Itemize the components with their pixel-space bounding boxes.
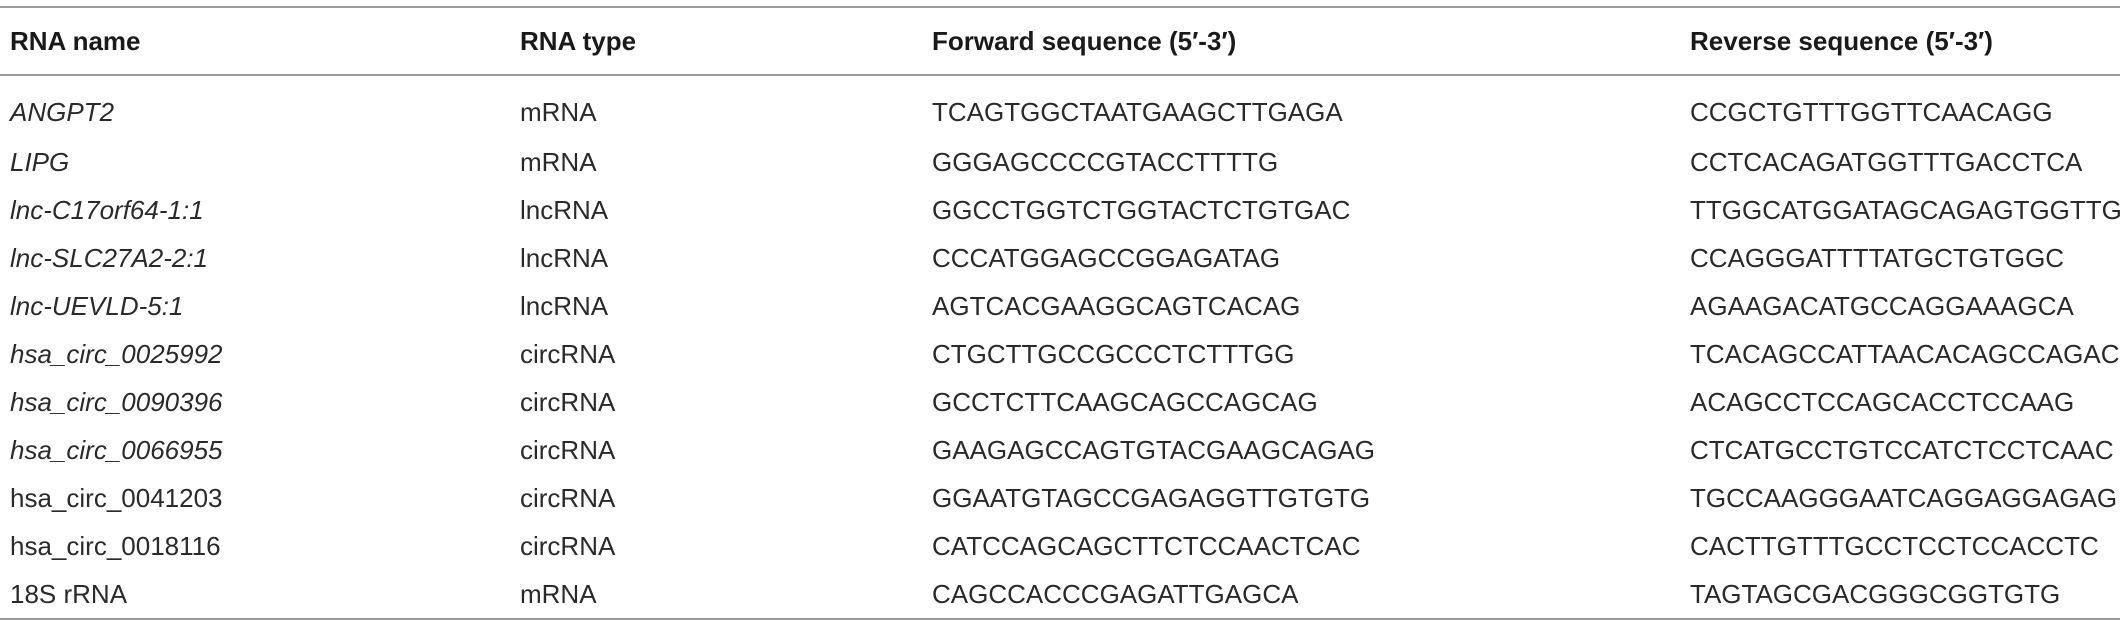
cell-reverse-sequence: TCACAGCCATTAACACAGCCAGAC — [1690, 338, 2120, 369]
cell-forward-sequence: CCCATGGAGCCGGAGATAG — [932, 242, 1281, 273]
cell-forward-sequence: CATCCAGCAGCTTCTCCAACTCAC — [932, 530, 1361, 561]
cell-forward-sequence: GAAGAGCCAGTGTACGAAGCAGAG — [932, 434, 1376, 465]
cell-reverse-sequence: TGCCAAGGGAATCAGGAGGAGAG — [1690, 482, 2118, 513]
cell-rna-type: mRNA — [520, 146, 597, 177]
cell-forward-sequence: GCCTCTTCAAGCAGCCAGCAG — [932, 386, 1318, 417]
cell-reverse-sequence: CACTTGTTTGCCTCCTCCACCTC — [1690, 530, 2099, 561]
table-row: lnc-UEVLD-5:1 lncRNA AGTCACGAAGGCAGTCACA… — [0, 282, 2120, 330]
table-row: lnc-C17orf64-1:1 lncRNA GGCCTGGTCTGGTACT… — [0, 186, 2120, 234]
cell-rna-name: lnc-UEVLD-5:1 — [10, 290, 184, 321]
table-row: LIPG mRNA GGGAGCCCCGTACCTTTTG CCTCACAGAT… — [0, 138, 2120, 186]
cell-rna-name: hsa_circ_0018116 — [10, 530, 221, 561]
cell-rna-name: hsa_circ_0066955 — [10, 434, 223, 465]
header-rna-type: RNA type — [520, 25, 637, 56]
cell-rna-type: circRNA — [520, 338, 616, 369]
cell-rna-name: 18S rRNA — [0, 570, 510, 620]
table-body: ANGPT2 mRNA TCAGTGGCTAATGAAGCTTGAGA CCGC… — [0, 75, 2120, 620]
cell-reverse-sequence: ACAGCCTCCAGCACCTCCAAG — [1690, 386, 2075, 417]
cell-rna-type: lncRNA — [520, 242, 609, 273]
cell-rna-name: hsa_circ_0025992 — [10, 338, 223, 369]
cell-rna-name: hsa_circ_0090396 — [10, 386, 223, 417]
cell-rna-name: LIPG — [10, 146, 70, 177]
primer-table: RNA name RNA type Forward sequence (5′-3… — [0, 6, 2120, 620]
cell-rna-type: mRNA — [520, 96, 597, 127]
cell-rna-type: lncRNA — [520, 194, 609, 225]
table-row: hsa_circ_0090396 circRNA GCCTCTTCAAGCAGC… — [0, 378, 2120, 426]
cell-forward-sequence: GGAATGTAGCCGAGAGGTTGTGTG — [932, 482, 1371, 513]
cell-reverse-sequence: CCAGGGATTTTATGCTGTGGC — [1690, 242, 2065, 273]
cell-forward-sequence: AGTCACGAAGGCAGTCACAG — [932, 290, 1301, 321]
cell-reverse-sequence: CTCATGCCTGTCCATCTCCTCAAC — [1690, 434, 2114, 465]
primer-table-container: RNA name RNA type Forward sequence (5′-3… — [0, 7, 2120, 620]
table-row: hsa_circ_0025992 circRNA CTGCTTGCCGCCCTC… — [0, 330, 2120, 378]
header-forward-sequence: Forward sequence (5′-3′) — [932, 25, 1237, 56]
cell-forward-sequence: GGCCTGGTCTGGTACTCTGTGAC — [932, 194, 1351, 225]
table-row: hsa_circ_0041203 circRNA GGAATGTAGCCGAGA… — [0, 474, 2120, 522]
table-header: RNA name RNA type Forward sequence (5′-3… — [0, 7, 2120, 75]
header-row: RNA name RNA type Forward sequence (5′-3… — [0, 7, 2120, 75]
cell-reverse-sequence: TAGTAGCGACGGGCGGTGTG — [1680, 570, 2120, 620]
cell-reverse-sequence: TTGGCATGGATAGCAGAGTGGTTG — [1690, 194, 2120, 225]
cell-rna-type: circRNA — [520, 386, 616, 417]
header-reverse-sequence: Reverse sequence (5′-3′) — [1690, 25, 1993, 56]
table-row: hsa_circ_0018116 circRNA CATCCAGCAGCTTCT… — [0, 522, 2120, 570]
cell-forward-sequence: TCAGTGGCTAATGAAGCTTGAGA — [932, 96, 1343, 127]
table-row: hsa_circ_0066955 circRNA GAAGAGCCAGTGTAC… — [0, 426, 2120, 474]
table-row: lnc-SLC27A2-2:1 lncRNA CCCATGGAGCCGGAGAT… — [0, 234, 2120, 282]
cell-reverse-sequence: CCTCACAGATGGTTTGACCTCA — [1690, 146, 2083, 177]
cell-rna-type: lncRNA — [520, 290, 609, 321]
cell-rna-type: circRNA — [520, 434, 616, 465]
table-row: ANGPT2 mRNA TCAGTGGCTAATGAAGCTTGAGA CCGC… — [0, 75, 2120, 138]
header-rna-name: RNA name — [10, 25, 141, 56]
cell-rna-name: lnc-SLC27A2-2:1 — [10, 242, 208, 273]
cell-forward-sequence: CTGCTTGCCGCCCTCTTTGG — [932, 338, 1295, 369]
cell-rna-name: hsa_circ_0041203 — [10, 482, 223, 513]
cell-rna-name: ANGPT2 — [10, 96, 115, 127]
cell-rna-type: circRNA — [520, 482, 616, 513]
table-row: 18S rRNA mRNA CAGCCACCCGAGATTGAGCA TAGTA… — [0, 570, 2120, 620]
cell-rna-type: circRNA — [520, 530, 616, 561]
cell-rna-type: mRNA — [510, 570, 922, 620]
cell-forward-sequence: GGGAGCCCCGTACCTTTTG — [932, 146, 1279, 177]
cell-forward-sequence: CAGCCACCCGAGATTGAGCA — [922, 570, 1680, 620]
cell-rna-name: lnc-C17orf64-1:1 — [10, 194, 204, 225]
cell-reverse-sequence: CCGCTGTTTGGTTCAACAGG — [1690, 96, 2053, 127]
cell-reverse-sequence: AGAAGACATGCCAGGAAAGCA — [1690, 290, 2074, 321]
